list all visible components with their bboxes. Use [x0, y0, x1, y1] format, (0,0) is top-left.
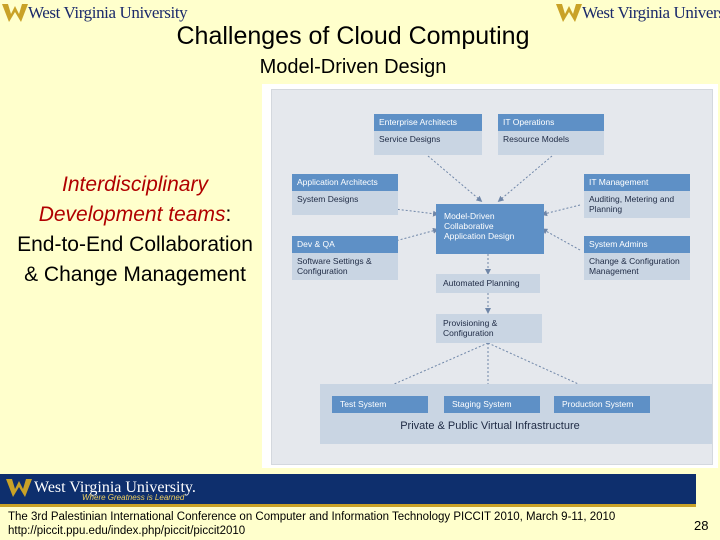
citation: The 3rd Palestinian International Confer…	[8, 510, 615, 538]
side-text-colon: :	[225, 203, 232, 226]
infrastructure-band	[320, 384, 712, 444]
production-system-box: Production System	[554, 396, 650, 413]
staging-system-box: Staging System	[444, 396, 540, 413]
enterprise-architects-box: Enterprise Architects Service Designs	[374, 114, 482, 155]
provisioning-box: Provisioning & Configuration	[436, 314, 542, 343]
wvu-logo-text: West Virginia University	[28, 3, 188, 22]
dev-qa-box: Dev & QA Software Settings & Configurati…	[292, 236, 398, 280]
wv-flying-logo-icon	[6, 479, 32, 497]
wv-flying-logo-icon	[2, 4, 28, 22]
system-admins-header: System Admins	[584, 236, 690, 253]
citation-line-1: The 3rd Palestinian International Confer…	[8, 511, 616, 523]
it-operations-body: Resource Models	[498, 131, 604, 155]
dev-qa-body: Software Settings & Configuration	[292, 253, 398, 280]
application-architects-header: Application Architects	[292, 174, 398, 191]
system-admins-body: Change & Configuration Management	[584, 253, 690, 280]
footer-tagline: Where Greatness is Learned	[82, 493, 185, 502]
it-management-body: Auditing, Metering and Planning	[584, 191, 690, 218]
dev-qa-header: Dev & QA	[292, 236, 398, 253]
application-architects-body: System Designs	[292, 191, 398, 215]
it-operations-header: IT Operations	[498, 114, 604, 131]
citation-url: http://piccit.ppu.edu/index.php/piccit/p…	[8, 525, 246, 537]
side-text-emphasis: Interdisciplinary Development teams	[38, 173, 226, 226]
enterprise-architects-header: Enterprise Architects	[374, 114, 482, 131]
page-number: 28	[694, 518, 709, 533]
slide-title: Challenges of Cloud Computing	[176, 22, 530, 50]
wv-flying-logo-icon	[556, 4, 582, 22]
model-driven-design-box: Model-Driven Collaborative Application D…	[436, 204, 544, 254]
it-operations-box: IT Operations Resource Models	[498, 114, 604, 155]
it-management-header: IT Management	[584, 174, 690, 191]
enterprise-architects-body: Service Designs	[374, 131, 482, 155]
wvu-logo-text: West Virginia University	[582, 3, 720, 22]
slide-subtitle: Model-Driven Design	[259, 56, 447, 78]
it-management-box: IT Management Auditing, Metering and Pla…	[584, 174, 690, 218]
wvu-logo-left: West Virginia University	[2, 2, 188, 24]
footer-logo: West Virginia University.	[4, 477, 196, 499]
wvu-logo-right: West Virginia University	[556, 2, 720, 24]
test-system-box: Test System	[332, 396, 428, 413]
side-text: Interdisciplinary Development teams: End…	[10, 170, 260, 290]
footer-bar	[0, 474, 696, 507]
application-architects-box: Application Architects System Designs	[292, 174, 398, 215]
side-text-body: End-to-End Collaboration & Change Manage…	[17, 233, 253, 286]
system-admins-box: System Admins Change & Configuration Man…	[584, 236, 690, 280]
footer-logo-text: West Virginia University.	[34, 479, 196, 496]
infrastructure-label: Private & Public Virtual Infrastructure	[400, 420, 580, 432]
automated-planning-box: Automated Planning	[436, 274, 540, 293]
